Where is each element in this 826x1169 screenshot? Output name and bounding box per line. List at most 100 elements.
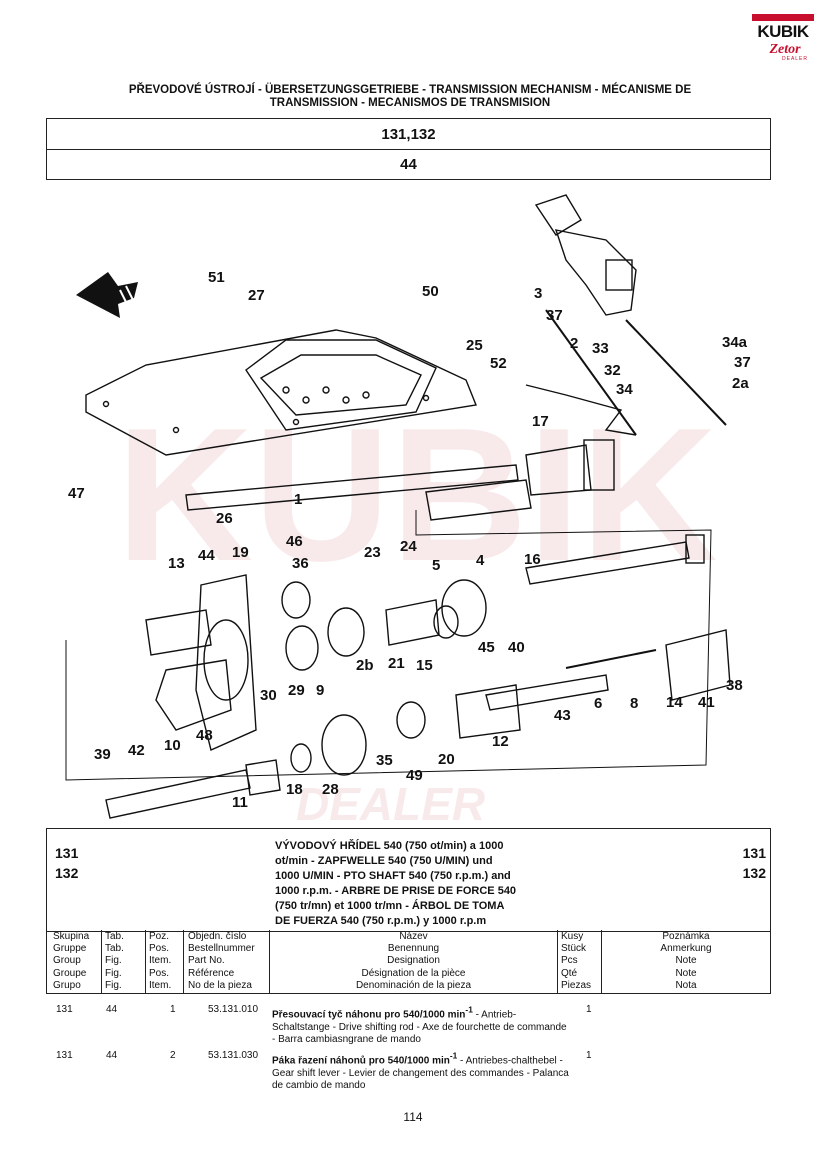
- row-group: 131: [56, 1050, 73, 1061]
- part-label: 46: [286, 533, 303, 550]
- row-name: Přesouvací tyč náhonu pro 540/1000 min-1…: [272, 1004, 572, 1047]
- part-label: 23: [364, 544, 381, 561]
- part-label: 52: [490, 355, 507, 372]
- part-label: 37: [734, 354, 751, 371]
- part-label: 15: [416, 657, 433, 674]
- part-label: 16: [524, 551, 541, 568]
- part-label: 49: [406, 767, 423, 784]
- row-name-sup: -1: [465, 1005, 473, 1015]
- part-label: 5: [432, 557, 440, 574]
- col-label: Objedn. číslo: [188, 931, 247, 942]
- table-number-box: 44: [46, 149, 771, 180]
- col-label: Poz.: [149, 931, 170, 942]
- part-label: 44: [198, 547, 215, 564]
- part-label: 41: [698, 694, 715, 711]
- row-position: 1: [170, 1004, 176, 1015]
- cover-plate: [85, 329, 477, 456]
- group-number: 132: [742, 865, 766, 881]
- group-number: 132: [55, 865, 79, 881]
- col-group: Skupina Gruppe Group Groupe Grupo: [53, 930, 101, 993]
- part-label: 10: [164, 737, 181, 754]
- part-label: 26: [216, 510, 233, 527]
- col-label: No de la pieza: [188, 979, 252, 991]
- col-label: Note: [675, 955, 697, 967]
- exploded-diagram: KUBIK DEALER: [65, 194, 751, 820]
- row-qty: 1: [586, 1004, 592, 1015]
- col-label: Benennung: [387, 943, 440, 955]
- col-label: Note: [675, 967, 697, 979]
- col-label: Kusy: [561, 931, 584, 942]
- logo-dealer: DEALER: [782, 56, 809, 62]
- col-label: Item.: [149, 955, 172, 967]
- col-position: Poz. Pos. Item. Pos. Item.: [145, 930, 183, 993]
- part-label: 51: [208, 269, 225, 286]
- part-label: 14: [666, 694, 683, 711]
- part-label: 38: [726, 677, 743, 694]
- part-label: 50: [422, 283, 439, 300]
- housing-flange: [145, 574, 257, 751]
- diagram-frame: [65, 510, 712, 781]
- group-number: 131: [742, 845, 766, 861]
- part-label: 40: [508, 639, 525, 656]
- description-line: DE FUERZA 540 (750 r.p.m.) y 1000 r.p.m: [275, 915, 487, 927]
- row-name-primary: Přesouvací tyč náhonu pro 540/1000 min: [272, 1009, 466, 1021]
- table-number-value: 44: [400, 155, 417, 173]
- col-label: Designation: [387, 955, 440, 967]
- column-headers: Skupina Gruppe Group Groupe Grupo Tab. T…: [46, 930, 771, 994]
- shift-fork-assembly: [525, 194, 727, 436]
- kubik-zetor-logo: KUBIK Zetor DEALER: [752, 14, 814, 64]
- lower-shaft: [105, 629, 731, 819]
- group-numbers-left: 131 132: [55, 843, 78, 883]
- col-label: Gruppe: [53, 943, 87, 955]
- description-line: VÝVODOVÝ HŘÍDEL 540 (750 ot/min) a 1000: [275, 840, 504, 852]
- part-label: 17: [532, 413, 549, 430]
- part-label: 34: [616, 381, 633, 398]
- part-label: 33: [592, 340, 609, 357]
- col-label: Pos.: [149, 943, 170, 955]
- part-label: 21: [388, 655, 405, 672]
- row-group: 131: [56, 1004, 73, 1015]
- col-label: Item.: [149, 979, 172, 991]
- col-part-no: Objedn. číslo Bestellnummer Part No. Réf…: [183, 930, 269, 993]
- row-table: 44: [106, 1004, 118, 1015]
- logo-top-bar: [752, 14, 814, 21]
- row-name-primary: Páka řazení náhonů pro 540/1000 min: [272, 1055, 450, 1067]
- col-label: Grupo: [53, 979, 81, 991]
- col-label: Denominación de la pieza: [355, 979, 472, 991]
- part-label: 6: [594, 695, 602, 712]
- part-label: 45: [478, 639, 495, 656]
- part-label: 20: [438, 751, 455, 768]
- part-label: 1: [294, 491, 302, 508]
- part-label: 24: [400, 538, 417, 555]
- col-label: Piezas: [561, 979, 592, 991]
- part-label: 25: [466, 337, 483, 354]
- row-part-no: 53.131.030: [208, 1050, 259, 1061]
- description-line: ot/min - ZAPFWELLE 540 (750 U/MIN) und: [275, 855, 493, 867]
- watermark-dealer: DEALER: [296, 778, 485, 820]
- part-label: 39: [94, 746, 111, 763]
- col-label: Fig.: [105, 967, 122, 979]
- row-qty: 1: [586, 1050, 592, 1061]
- col-label: Skupina: [53, 931, 90, 942]
- part-label: 8: [630, 695, 638, 712]
- row-name-translations: - Antrieb-Schaltstange - Drive shifting …: [272, 1009, 567, 1046]
- row-table: 44: [106, 1050, 118, 1061]
- title-line-2: TRANSMISSION - MECANISMOS DE TRANSMISION: [269, 97, 551, 109]
- part-label: 48: [196, 727, 213, 744]
- col-label: Group: [53, 955, 81, 967]
- col-label: Qté: [561, 967, 578, 979]
- col-label: Part No.: [188, 955, 225, 967]
- description-line: 1000 U/MIN - PTO SHAFT 540 (750 r.p.m.) …: [275, 870, 511, 882]
- col-qty: Kusy Stück Pcs Qté Piezas: [557, 930, 601, 993]
- models-box: 131,132: [46, 118, 771, 150]
- part-labels: 51 27 50 3 37 34a 25 2 33 37 52 32 2a 34…: [68, 269, 751, 811]
- col-label: Nota: [675, 979, 697, 991]
- page-title: PŘEVODOVÉ ÚSTROJÍ - ÜBERSETZUNGSGETRIEBE…: [60, 84, 760, 110]
- part-label: 2b: [356, 657, 374, 674]
- part-label: 29: [288, 682, 305, 699]
- part-label: 37: [546, 307, 563, 324]
- models-value: 131,132: [381, 125, 436, 143]
- group-description: VÝVODOVÝ HŘÍDEL 540 (750 ot/min) a 1000 …: [275, 839, 585, 929]
- group-info-box: 131 132 VÝVODOVÝ HŘÍDEL 540 (750 ot/min)…: [46, 828, 771, 932]
- part-label: 4: [476, 552, 485, 569]
